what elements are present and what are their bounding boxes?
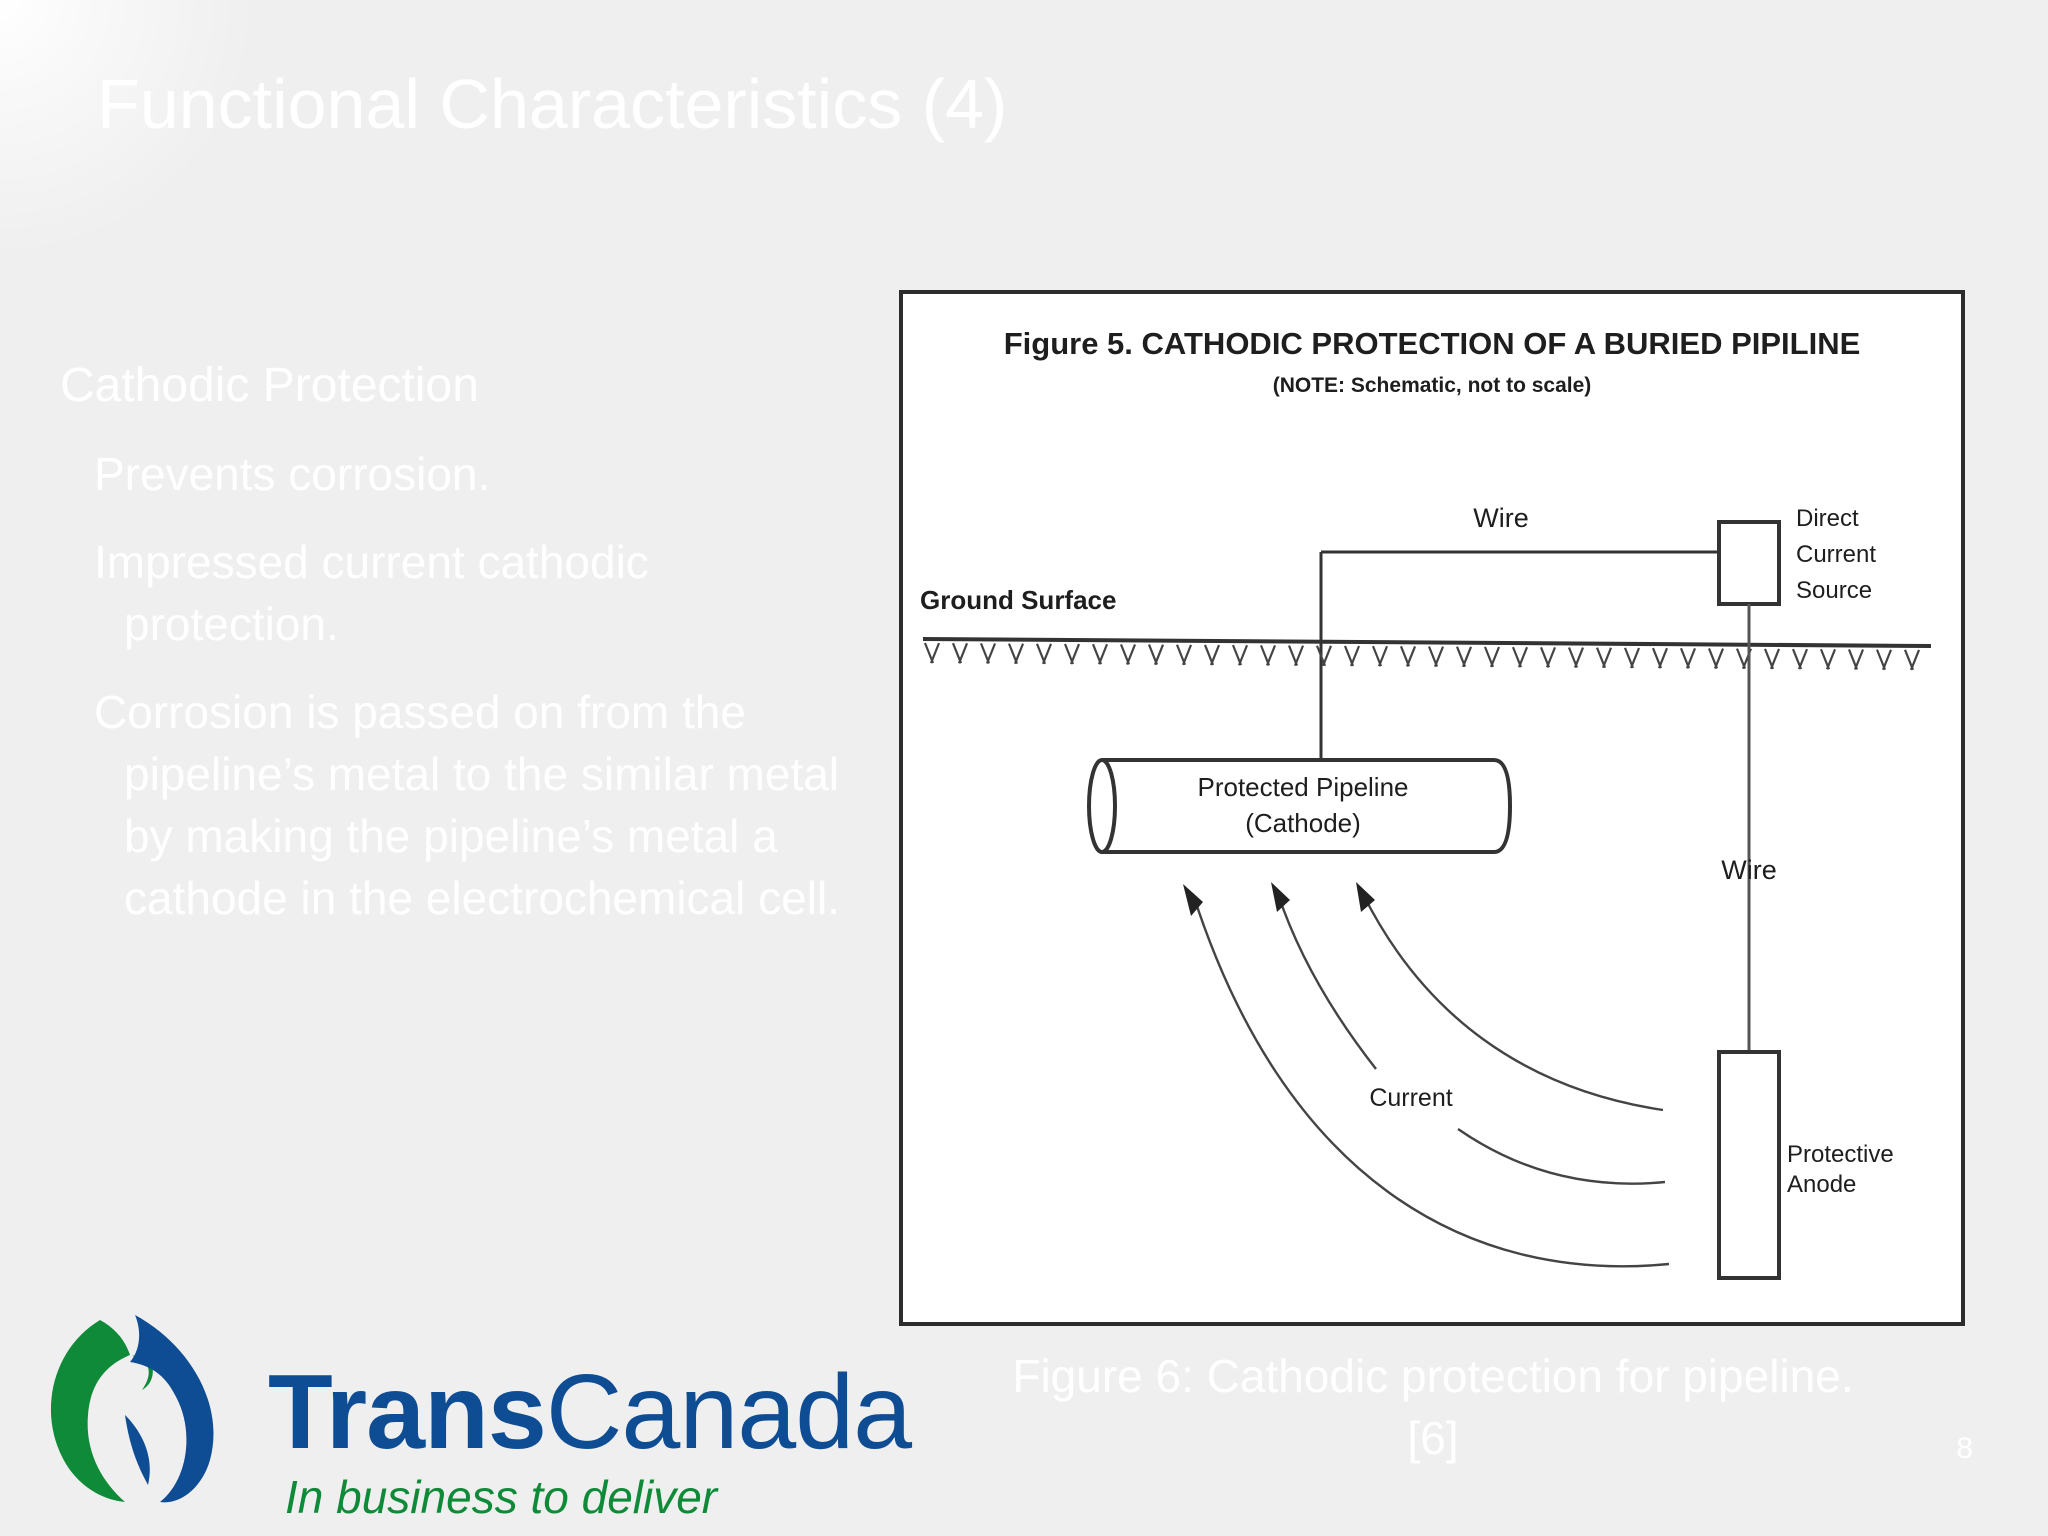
pipeline-body <box>1102 758 1513 854</box>
figure-diagram: Figure 5. CATHODIC PROTECTION OF A BURIE… <box>920 326 1932 1280</box>
ground-hatch-mark <box>1097 643 1109 665</box>
ground-hatch-mark <box>1489 646 1501 668</box>
ground-hatch-mark <box>1069 643 1081 665</box>
ground-hatch-mark <box>1517 646 1529 668</box>
ground-hatch <box>923 642 1921 671</box>
figure-title: Figure 5. CATHODIC PROTECTION OF A BURIE… <box>1004 326 1861 361</box>
brand-name-bold: Trans <box>268 1353 547 1471</box>
ground-hatch-mark <box>985 643 997 664</box>
ground-hatch-mark <box>1209 644 1221 666</box>
bullet-point-2: Impressed current cathodic protection. <box>94 536 649 650</box>
ground-hatch-mark <box>1853 649 1865 670</box>
dc-source-label-3: Source <box>1796 577 1872 604</box>
ground-hatch-mark <box>1629 647 1641 669</box>
ground-hatch-mark <box>1153 644 1165 666</box>
ground-hatch-mark <box>1713 648 1725 669</box>
ground-hatch-mark <box>1125 644 1137 665</box>
figure-note: (NOTE: Schematic, not to scale) <box>1273 374 1592 397</box>
cathodic-protection-figure: Figure 5. CATHODIC PROTECTION OF A BURIE… <box>899 290 1965 1326</box>
ground-hatch-mark <box>1685 647 1697 669</box>
background-glow <box>0 0 260 260</box>
current-arrow-middle <box>1457 1128 1666 1185</box>
ground-hatch-mark <box>1881 649 1893 671</box>
brand-tagline: In business to deliver <box>285 1471 718 1523</box>
ground-hatch-mark <box>1461 646 1473 668</box>
bullet-point-1: Prevents corrosion. <box>94 448 491 500</box>
ground-line <box>922 637 1932 648</box>
ground-hatch-mark <box>1293 645 1305 667</box>
ground-hatch-mark <box>1601 647 1613 669</box>
figure-caption: Figure 6: Cathodic protection for pipeli… <box>900 1345 1966 1469</box>
ground-hatch-mark <box>1657 647 1669 669</box>
protective-anode <box>1717 1050 1781 1280</box>
current-arrow-outer <box>1191 893 1670 1268</box>
logo-swoosh-icon <box>50 1315 214 1503</box>
ground-hatch-mark <box>1181 644 1193 666</box>
current-arrow-middle-head <box>1271 882 1290 912</box>
ground-hatch-mark <box>1349 645 1361 667</box>
ground-hatch-mark <box>1405 646 1417 667</box>
bullet-point-3: Corrosion is passed on from the pipeline… <box>94 686 840 924</box>
page-number: 8 <box>1956 1432 1973 1465</box>
figure-caption-line-1: Figure 6: Cathodic protection for pipeli… <box>1012 1350 1854 1402</box>
ground-hatch-mark <box>1013 643 1025 665</box>
current-arrow-outer-head <box>1183 884 1203 916</box>
dc-source-label-1: Direct <box>1796 505 1859 532</box>
ground-hatch-mark <box>1265 645 1277 666</box>
ground-hatch-mark <box>1825 648 1837 670</box>
slide-title: Functional Characteristics (4) <box>97 65 1008 143</box>
wire-side-label: Wire <box>1721 855 1777 885</box>
dc-source-label-2: Current <box>1796 541 1876 568</box>
bullet-list: Cathodic Protection Prevents corrosion. … <box>60 355 840 955</box>
current-label: Current <box>1369 1084 1452 1112</box>
anode-label-1: Protective <box>1787 1141 1894 1168</box>
current-arrow-middle-tail <box>1276 893 1377 1070</box>
ground-hatch-mark <box>1545 646 1557 668</box>
brand-name: TransCanada <box>268 1352 912 1473</box>
ground-hatch-mark <box>1433 646 1445 668</box>
ground-hatch-mark <box>1041 643 1053 665</box>
pipeline-label-1: Protected Pipeline <box>1197 772 1408 802</box>
ground-hatch-mark <box>929 642 941 664</box>
current-arrow-inner-head <box>1356 882 1375 912</box>
ground-hatch-mark <box>1237 644 1249 666</box>
ground-hatch-mark <box>1797 648 1809 670</box>
anode-label-2: Anode <box>1787 1171 1856 1198</box>
bullet-heading: Cathodic Protection <box>60 359 479 412</box>
ground-hatch-mark <box>1377 645 1389 667</box>
ground-hatch-mark <box>1573 647 1585 668</box>
dc-source-box <box>1717 520 1781 606</box>
ground-hatch-mark <box>1909 649 1921 671</box>
ground-hatch-mark <box>957 642 969 664</box>
wire-top-label: Wire <box>1473 503 1529 533</box>
figure-caption-line-2: [6] <box>1407 1412 1459 1464</box>
ground-surface-label: Ground Surface <box>920 585 1116 615</box>
brand-name-regular: Canada <box>545 1353 912 1471</box>
transcanada-logo-mark <box>30 1310 230 1515</box>
current-arrow-inner <box>1361 893 1664 1112</box>
pipeline-label-2: (Cathode) <box>1245 808 1361 838</box>
pipeline-end <box>1087 758 1117 854</box>
ground-hatch-mark <box>1769 648 1781 670</box>
ground-hatch-mark <box>1321 645 1333 667</box>
